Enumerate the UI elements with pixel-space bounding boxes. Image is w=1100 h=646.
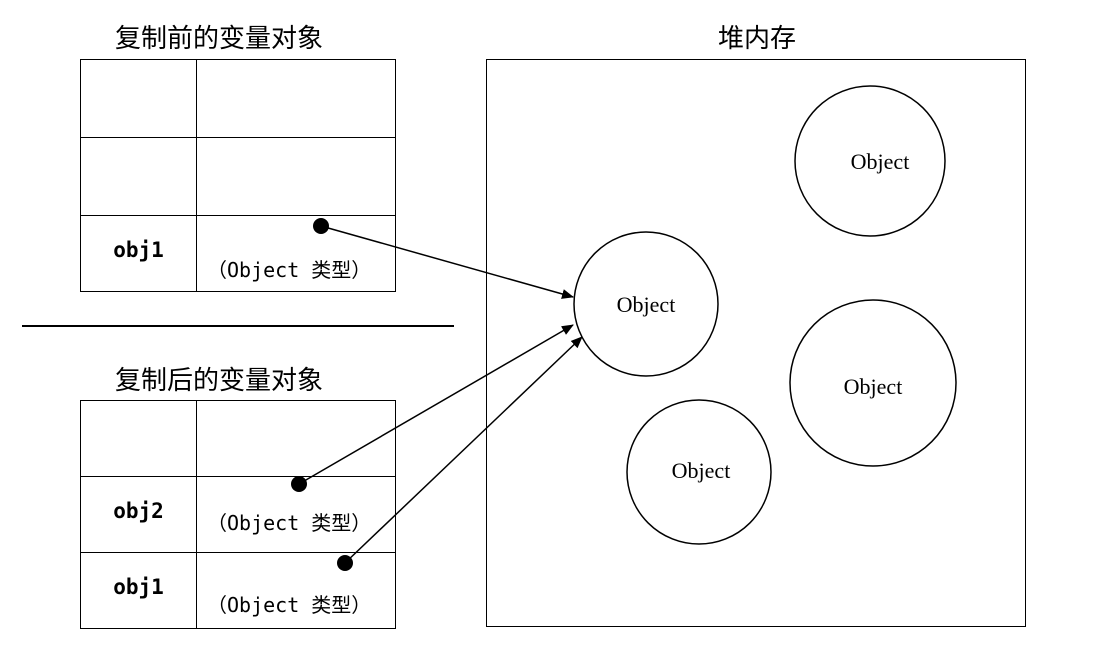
object-circle xyxy=(789,299,957,467)
reference-arrow xyxy=(298,324,574,485)
table-row: obj1 （Object 类型） xyxy=(80,215,396,292)
reference-arrow xyxy=(344,336,583,564)
variable-type-label: （Object 类型） xyxy=(207,258,372,282)
heap-object-bottom-middle: Object xyxy=(626,399,772,545)
variable-value-cell xyxy=(196,59,396,138)
heap-object-referenced: Object xyxy=(573,231,719,377)
variable-name-cell: obj1 xyxy=(80,215,197,292)
reference-arrow xyxy=(320,225,574,299)
table-row: obj1 （Object 类型） xyxy=(80,552,396,629)
heap-memory-box xyxy=(486,59,1026,627)
object-label: Object xyxy=(851,149,910,174)
before-copy-title: 复制前的变量对象 xyxy=(115,24,324,54)
reference-before-obj1 xyxy=(313,218,574,299)
after-copy-variable-table: obj2 （Object 类型） obj1 （Object 类型） xyxy=(80,400,396,629)
variable-name-cell xyxy=(80,400,197,477)
before-copy-variable-table: obj1 （Object 类型） xyxy=(80,59,396,292)
object-label: Object xyxy=(617,292,676,317)
object-circle xyxy=(573,231,719,377)
object-circle xyxy=(626,399,772,545)
variable-type-label: （Object 类型） xyxy=(207,593,372,617)
after-copy-title: 复制后的变量对象 xyxy=(115,366,324,396)
variable-name-cell: obj1 xyxy=(80,552,197,629)
heap-object-right-middle: Object xyxy=(789,299,957,467)
table-row xyxy=(80,400,396,477)
variable-value-cell: （Object 类型） xyxy=(196,552,396,629)
variable-name-obj1: obj1 xyxy=(113,238,164,262)
object-label: Object xyxy=(844,374,903,399)
object-label: Object xyxy=(672,458,731,483)
heap-title: 堆内存 xyxy=(718,24,797,54)
variable-name-obj1: obj1 xyxy=(113,575,164,599)
variable-value-cell xyxy=(196,400,396,477)
variable-type-label: （Object 类型） xyxy=(207,511,372,535)
section-divider xyxy=(22,325,454,327)
object-circle xyxy=(794,85,946,237)
heap-object-top-right: Object xyxy=(794,85,946,237)
variable-name-obj2: obj2 xyxy=(113,499,164,523)
reference-after-obj2 xyxy=(291,324,574,492)
reference-after-obj1 xyxy=(337,336,583,571)
variable-value-cell: （Object 类型） xyxy=(196,215,396,292)
